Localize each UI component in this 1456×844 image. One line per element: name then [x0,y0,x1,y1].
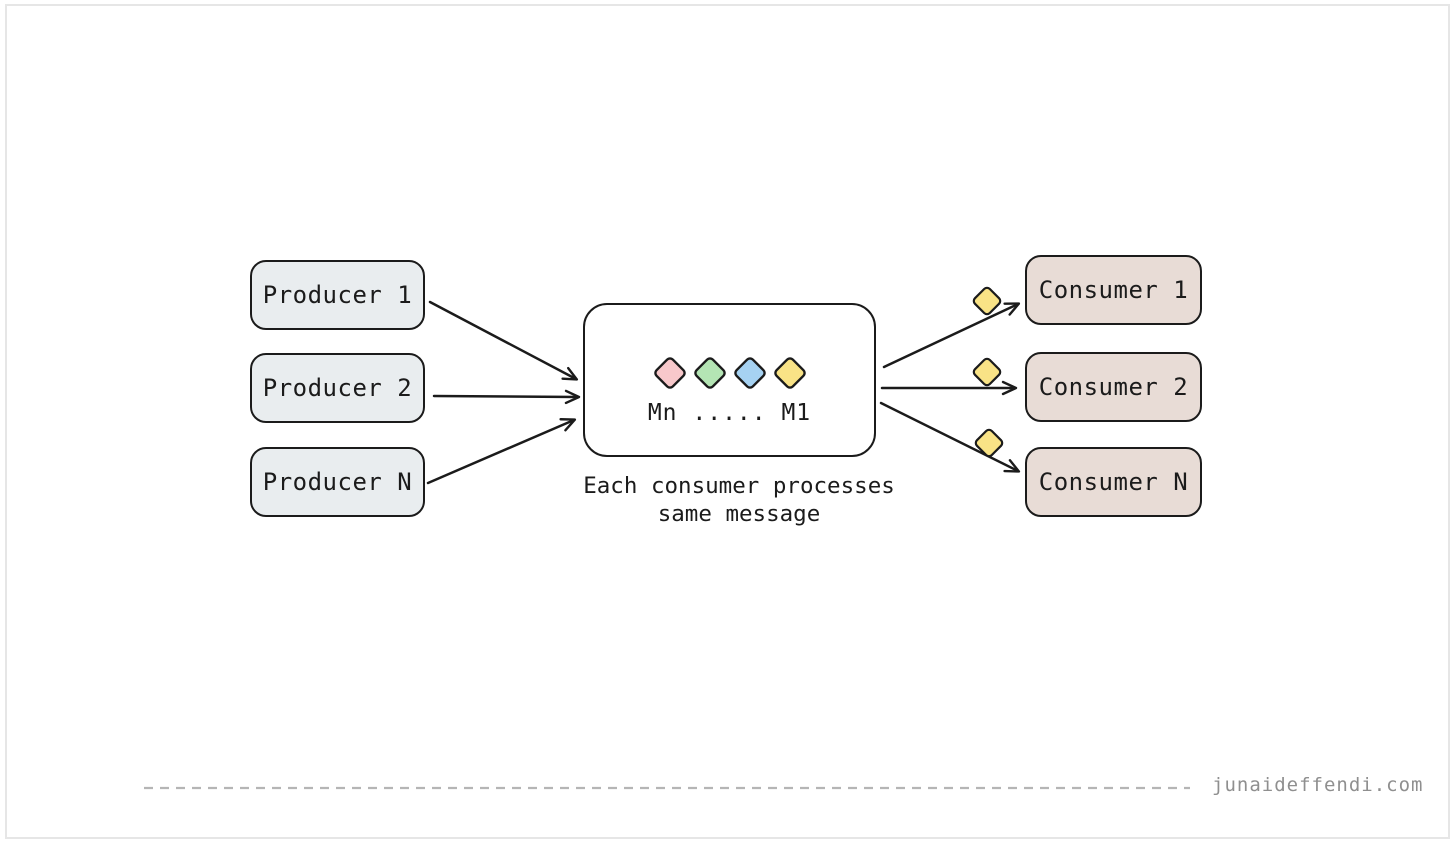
hub-caption-line-2: same message [657,501,821,527]
message-sequence-label: Mn ..... M1 [647,400,812,426]
message-diamond-pink-icon [653,357,686,389]
hub-caption: Each consumer processes same message [563,472,915,528]
producer-2-box: Producer 2 [250,353,425,423]
consumer-n-label: Consumer N [1038,468,1189,496]
message-diamond-yellow-icon [773,357,806,389]
producer-n-box: Producer N [250,447,425,517]
producer-1-box: Producer 1 [250,260,425,330]
token-diamond-consumer-1-icon [972,286,1002,316]
arrow-producer-1-to-hub [428,300,579,381]
consumer-1-label: Consumer 1 [1038,276,1189,304]
arrow-producer-2-to-hub [432,389,581,405]
message-diamond-green-icon [693,357,726,389]
consumer-n-box: Consumer N [1025,447,1202,517]
message-diamonds-row [653,357,806,389]
token-diamond-consumer-n-icon [974,428,1004,458]
producer-2-label: Producer 2 [262,374,413,402]
consumer-1-box: Consumer 1 [1025,255,1202,325]
hub-caption-line-1: Each consumer processes [583,473,895,499]
message-hub-box: Mn ..... M1 [583,303,876,457]
producer-1-label: Producer 1 [262,281,413,309]
token-diamond-consumer-2-icon [972,357,1002,387]
arrow-hub-to-consumer-1 [882,302,1021,369]
watermark-url: junaideffendi.com [1212,774,1424,796]
consumer-2-label: Consumer 2 [1038,373,1189,401]
arrow-hub-to-consumer-n [879,401,1021,473]
producer-n-label: Producer N [262,468,413,496]
consumer-2-box: Consumer 2 [1025,352,1202,422]
message-diamond-blue-icon [733,357,766,389]
arrow-producer-n-to-hub [426,418,577,485]
